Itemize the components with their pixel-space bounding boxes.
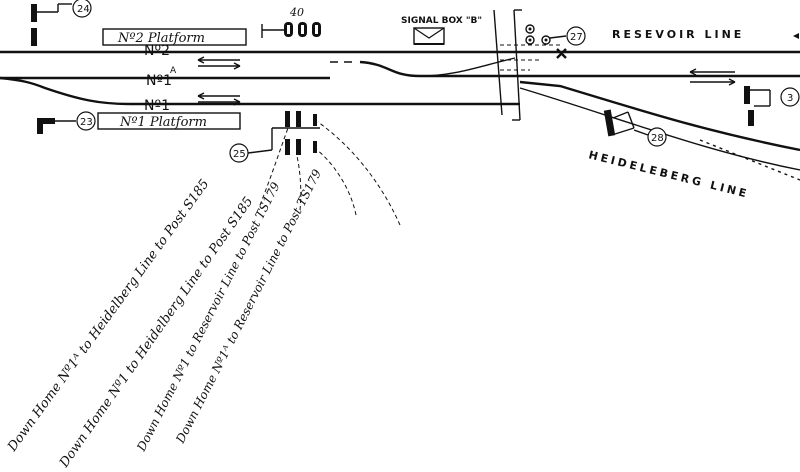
- track-label-no1a: Nº1 A: [146, 66, 177, 89]
- signal-25: 25: [229, 111, 320, 163]
- track-end-mark: [793, 33, 799, 39]
- svg-text:SIGNAL BOX "B": SIGNAL BOX "B": [401, 16, 482, 26]
- svg-text:A: A: [170, 66, 177, 76]
- no1-platform: Nº1 Platform: [97, 112, 241, 130]
- signal-number-24: 24: [77, 4, 90, 15]
- signal-3: 3: [744, 86, 800, 126]
- no2-platform: Nº2 Platform: [102, 28, 247, 46]
- signal-number-23: 23: [80, 117, 93, 128]
- signal-number-3: 3: [787, 93, 793, 104]
- signal-40: 40: [261, 6, 321, 38]
- svg-text:Nº2 Platform: Nº2 Platform: [117, 31, 205, 46]
- signal-number-28: 28: [651, 133, 664, 144]
- direction-arrows: [197, 56, 736, 106]
- heidelberg-line-label: HEIDELEBERG LINE: [587, 148, 750, 201]
- track-no1a: [0, 57, 800, 80]
- route-leader-lines: [259, 121, 401, 226]
- signal-number-25: 25: [233, 149, 246, 160]
- boundary-marks: [493, 9, 560, 121]
- route-label-3: Down Home Nº1 to Reservoir Line to Post …: [134, 180, 283, 455]
- svg-text:Nº1: Nº1: [146, 73, 172, 89]
- signal-27: 27: [525, 24, 586, 59]
- svg-text:Nº1 Platform: Nº1 Platform: [119, 115, 207, 130]
- signal-28: 28: [603, 109, 667, 147]
- signal-24: 24: [31, 0, 92, 46]
- track-label-no1: Nº1: [144, 98, 170, 114]
- reservoir-line-label: RESEVOIR LINE: [612, 28, 744, 41]
- signal-number-27: 27: [570, 32, 583, 43]
- signal-box-b: SIGNAL BOX "B": [401, 16, 482, 45]
- track-label-no2: Nº2: [144, 43, 170, 59]
- signal-number-40: 40: [289, 6, 304, 19]
- signal-23: 23: [37, 111, 96, 134]
